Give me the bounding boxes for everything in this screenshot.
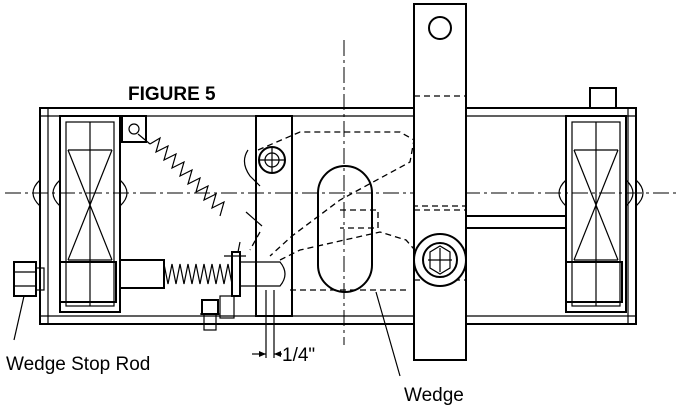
cam-hidden-lines: [249, 131, 421, 291]
left-wheel: [52, 115, 128, 313]
figure-title: FIGURE 5: [128, 84, 216, 105]
right-lower-pad: [565, 261, 623, 303]
left-end-cap: [32, 179, 41, 207]
frame: [39, 107, 637, 325]
gap-label: 1/4": [282, 345, 315, 366]
wedge-stop-rod-leader: [13, 295, 25, 341]
adjusting-nut: [413, 233, 467, 287]
lower-spring-assembly: [119, 241, 286, 319]
spring-anchor: [121, 115, 147, 143]
right-wheel: [558, 115, 634, 313]
center-slot: [317, 165, 379, 293]
wedge-label: Wedge: [404, 385, 464, 406]
wedge-stop-rod-bolt: [13, 261, 45, 297]
diagonal-spring: [137, 133, 263, 227]
bottom-bolt: [200, 299, 220, 331]
gap-dimension: [252, 290, 282, 358]
right-end-cap: [635, 179, 644, 207]
wedge-stop-rod-label: Wedge Stop Rod: [6, 354, 150, 375]
wedge-bar: [413, 3, 467, 361]
wedge-leader: [375, 291, 401, 377]
top-right-stud: [589, 87, 617, 109]
left-lower-pad: [59, 261, 117, 303]
